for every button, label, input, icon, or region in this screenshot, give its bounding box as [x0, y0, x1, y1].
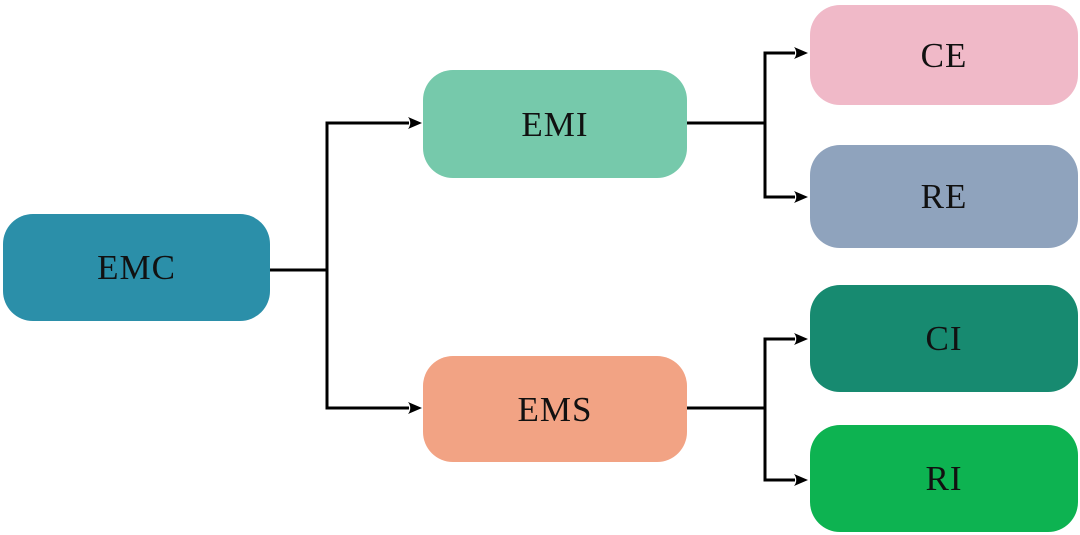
- node-ems: EMS: [423, 356, 687, 462]
- node-ems-label: EMS: [517, 389, 593, 429]
- node-ci-label: CI: [925, 319, 963, 358]
- node-re-label: RE: [920, 177, 968, 216]
- node-ce-label: CE: [920, 35, 968, 75]
- node-re: RE: [810, 145, 1078, 248]
- node-emi: EMI: [423, 70, 687, 178]
- node-ce: CE: [810, 5, 1078, 105]
- node-emc: EMC: [3, 214, 270, 321]
- node-ri: RI: [810, 425, 1078, 532]
- node-emi-label: EMI: [521, 104, 589, 144]
- node-ci: CI: [810, 285, 1078, 392]
- node-emc-label: EMC: [97, 248, 176, 287]
- node-ri-label: RI: [925, 459, 963, 498]
